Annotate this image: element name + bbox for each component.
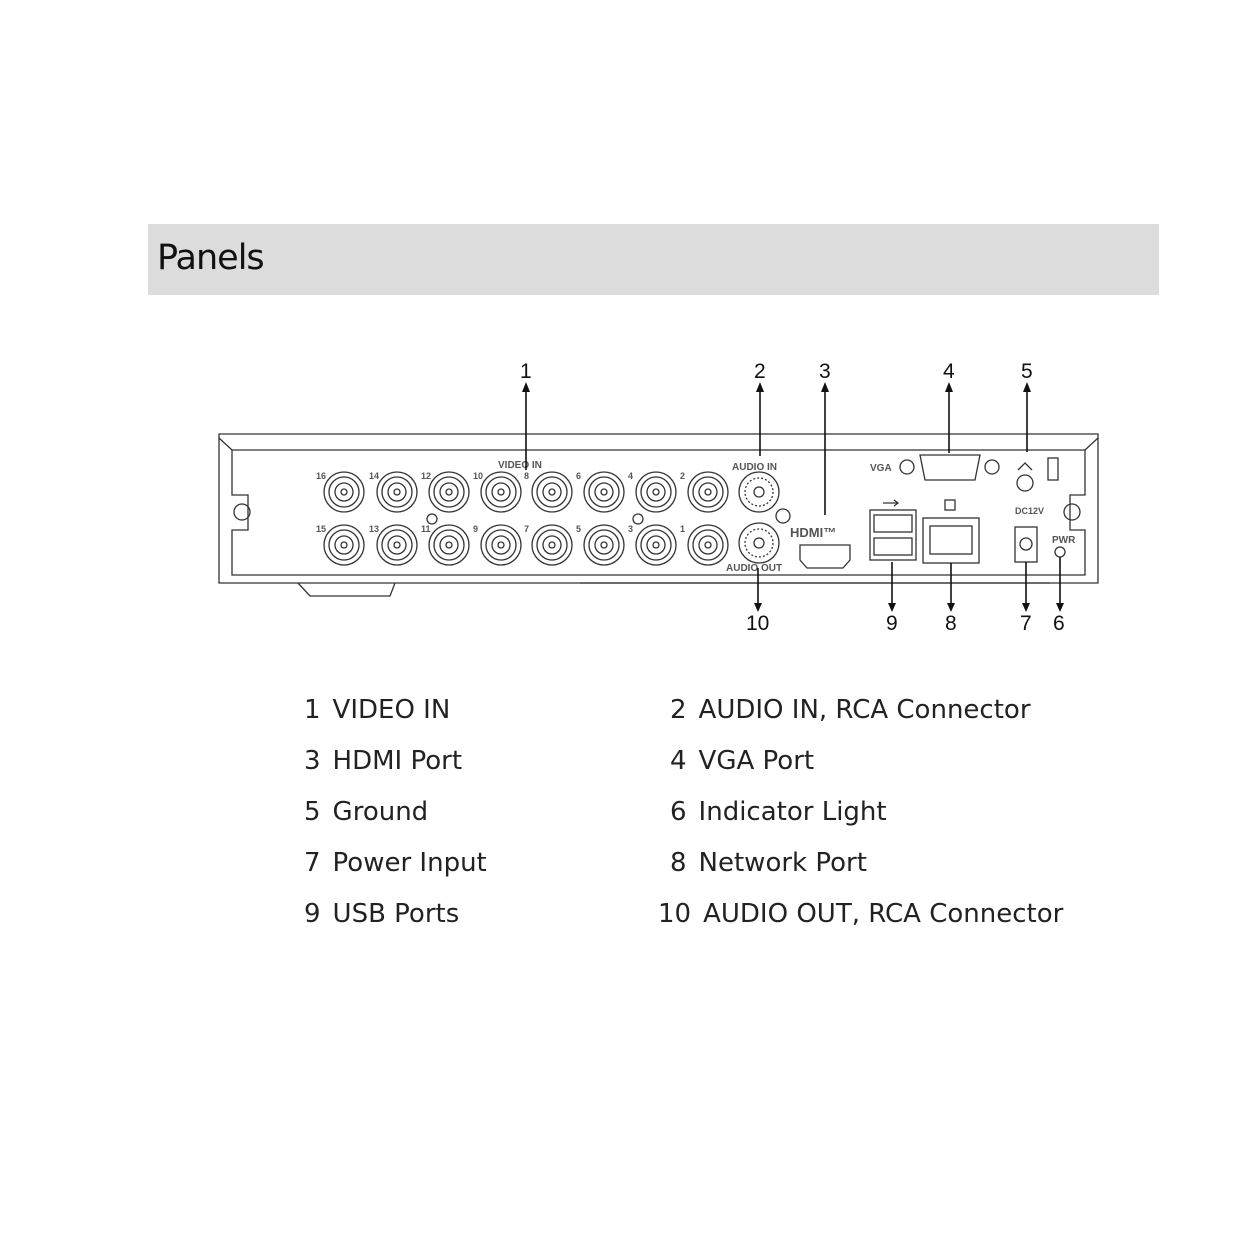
ground-screw-icon — [775, 508, 791, 524]
bnc-connector: 2 — [680, 471, 729, 513]
ground-screw-icon — [632, 513, 644, 525]
legend-item: 9 USB Ports — [304, 899, 459, 929]
bnc-connector: 13 — [369, 524, 418, 566]
audio-in-connector — [738, 471, 780, 513]
usb-ports — [869, 509, 917, 561]
page-title: Panels — [157, 238, 265, 278]
callout-7: 7 — [1020, 612, 1032, 635]
callout-8: 8 — [945, 612, 957, 635]
legend-label: Power Input — [332, 848, 487, 878]
channel-number: 5 — [576, 524, 581, 534]
channel-number: 1 — [680, 524, 685, 534]
vga-port — [919, 454, 981, 481]
pwr-label: PWR — [1052, 535, 1076, 546]
channel-number: 2 — [680, 471, 685, 481]
audio-out-connector — [738, 522, 780, 564]
legend-label: AUDIO OUT, RCA Connector — [703, 899, 1064, 929]
legend-item: 7 Power Input — [304, 848, 487, 878]
channel-number: 9 — [473, 524, 478, 534]
hdmi-port — [799, 544, 851, 569]
indicator-light — [1054, 546, 1066, 558]
bnc-connector: 14 — [369, 471, 418, 513]
legend-item: 2 AUDIO IN, RCA Connector — [670, 695, 1031, 725]
audio-out-label: AUDIO OUT — [726, 563, 782, 574]
usb-icon — [883, 499, 900, 507]
channel-number: 7 — [524, 524, 529, 534]
bnc-connector: 15 — [316, 524, 365, 566]
legend-label: AUDIO IN, RCA Connector — [698, 695, 1031, 725]
bnc-connector: 3 — [628, 524, 677, 566]
callout-arrows — [525, 390, 1061, 606]
channel-number: 13 — [369, 524, 379, 534]
legend-number: 10 — [658, 899, 692, 929]
legend-number: 7 — [304, 848, 321, 878]
channel-number: 14 — [369, 471, 379, 481]
callout-10: 10 — [746, 612, 769, 635]
channel-number: 12 — [421, 471, 431, 481]
legend-label: USB Ports — [332, 899, 460, 929]
dc12v-label: DC12V — [1015, 506, 1044, 516]
bnc-connector: 7 — [524, 524, 573, 566]
legend-label: Network Port — [698, 848, 867, 878]
channel-number: 3 — [628, 524, 633, 534]
bnc-connector: 6 — [576, 471, 625, 513]
video-in-label: VIDEO IN — [498, 460, 542, 471]
legend-label: HDMI Port — [332, 746, 463, 776]
legend-number: 8 — [670, 848, 687, 878]
power-input — [1014, 526, 1038, 563]
chassis — [218, 433, 1099, 597]
bnc-connector: 8 — [524, 471, 573, 513]
callout-3: 3 — [819, 360, 831, 383]
legend-item: 4 VGA Port — [670, 746, 814, 776]
legend-item: 3 HDMI Port — [304, 746, 462, 776]
callout-9: 9 — [886, 612, 898, 635]
callout-1: 1 — [520, 360, 532, 383]
bnc-connector: 5 — [576, 524, 625, 566]
bnc-connector: 11 — [421, 524, 470, 566]
network-icon — [944, 499, 956, 511]
audio-in-label: AUDIO IN — [732, 462, 777, 473]
callout-4: 4 — [943, 360, 955, 383]
legend-number: 9 — [304, 899, 321, 929]
bnc-connector: 12 — [421, 471, 470, 513]
legend-number: 4 — [670, 746, 687, 776]
ground-icon — [1017, 462, 1033, 471]
legend-label: Indicator Light — [698, 797, 887, 827]
legend-item: 8 Network Port — [670, 848, 867, 878]
legend-number: 2 — [670, 695, 687, 725]
channel-number: 11 — [421, 524, 431, 534]
callout-2: 2 — [754, 360, 766, 383]
ground-screw-icon — [426, 513, 438, 525]
legend-label: VGA Port — [698, 746, 815, 776]
legend-number: 3 — [304, 746, 321, 776]
channel-number: 15 — [316, 524, 326, 534]
legend-item: 10 AUDIO OUT, RCA Connector — [658, 899, 1063, 929]
legend-number: 1 — [304, 695, 321, 725]
bnc-connector: 4 — [628, 471, 677, 513]
legend-number: 5 — [304, 797, 321, 827]
channel-number: 6 — [576, 471, 581, 481]
callout-6: 6 — [1053, 612, 1065, 635]
legend-item: 5 Ground — [304, 797, 428, 827]
hdmi-label: HDMI™ — [790, 525, 836, 540]
bnc-connector: 10 — [473, 471, 522, 513]
callout-5: 5 — [1021, 360, 1033, 383]
channel-number: 10 — [473, 471, 483, 481]
vga-label: VGA — [870, 463, 892, 474]
bnc-connectors: 16 14 12 10 8 6 4 2 15 13 11 9 7 5 3 1 — [316, 471, 729, 566]
network-port — [922, 517, 980, 564]
legend-label: Ground — [332, 797, 429, 827]
bnc-connector: 9 — [473, 524, 522, 566]
legend-item: 1 VIDEO IN — [304, 695, 450, 725]
bnc-connector: 16 — [316, 471, 365, 513]
section-header: Panels — [148, 224, 1159, 295]
channel-number: 4 — [628, 471, 633, 481]
bnc-connector: 1 — [680, 524, 729, 566]
legend-number: 6 — [670, 797, 687, 827]
ground-terminal — [1016, 474, 1034, 492]
legend-item: 6 Indicator Light — [670, 797, 887, 827]
channel-number: 8 — [524, 471, 529, 481]
channel-number: 16 — [316, 471, 326, 481]
legend-label: VIDEO IN — [332, 695, 451, 725]
